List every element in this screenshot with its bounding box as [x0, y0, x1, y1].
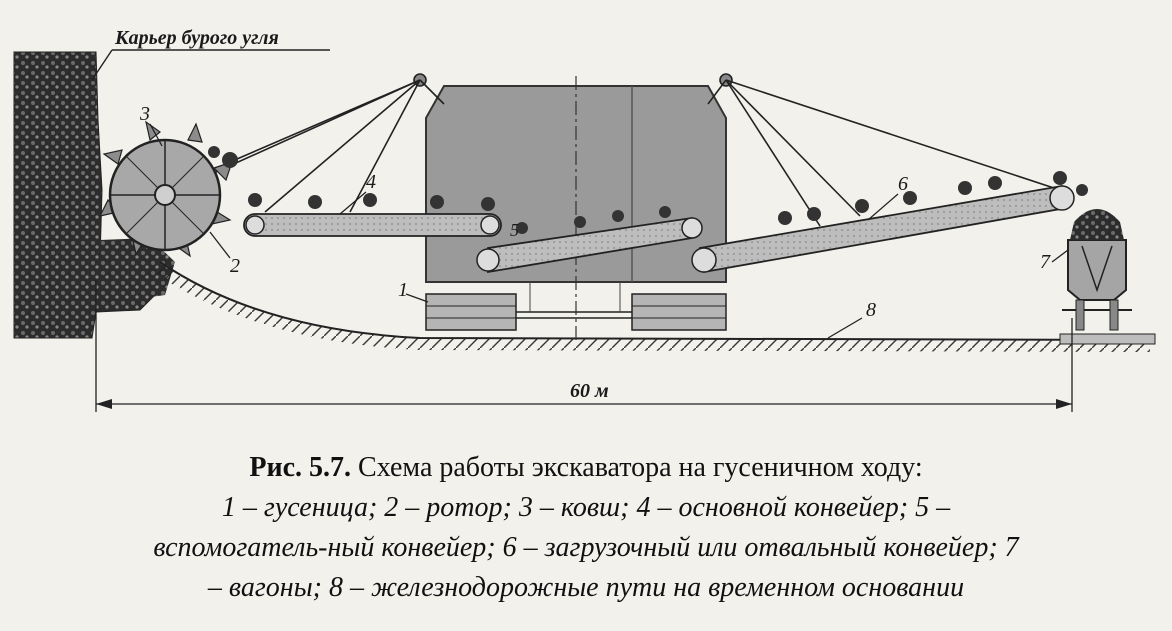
- caption-legend-line: – вагоны; 8 – железнодорожные пути на вр…: [207, 572, 965, 603]
- dimension-line: 60 м: [95, 280, 1073, 412]
- svg-text:Карьер бурого угля: Карьер бурого угля: [114, 27, 279, 49]
- ground: [150, 261, 1156, 352]
- quarry-label: Карьер бурого угля: [91, 27, 330, 81]
- caption-title: Рис. 5.7. Схема работы экскаватора на гу…: [0, 448, 1172, 488]
- auxiliary-conveyor: [476, 216, 703, 274]
- figure-number: Рис. 5.7.: [249, 452, 352, 483]
- label-loading-conveyor: 6: [898, 173, 908, 195]
- label-rotor: 2: [230, 255, 240, 277]
- railway-wagon: [1062, 209, 1132, 331]
- svg-text:60 м: 60 м: [570, 380, 609, 402]
- crawler-track: [425, 282, 727, 331]
- callouts: 3 2 4 5 6 7 1 8: [139, 103, 1069, 339]
- label-rail-tracks: 8: [866, 299, 876, 321]
- figure-caption: Рис. 5.7. Схема работы экскаватора на гу…: [0, 448, 1172, 608]
- coal-lumps: [208, 146, 1088, 234]
- caption-legend-line: вспомогатель-ный конвейер; 6 – загрузочн…: [153, 532, 1019, 563]
- label-aux-conveyor: 5: [510, 220, 519, 240]
- label-bucket: 3: [139, 103, 150, 125]
- label-track: 1: [398, 279, 408, 301]
- label-main-conveyor: 4: [366, 171, 376, 193]
- loading-conveyor: [691, 184, 1075, 274]
- bucket-wheel-rotor: [98, 120, 233, 258]
- caption-legend-line: 1 – гусеница; 2 – ротор; 3 – ковш; 4 – о…: [221, 492, 951, 523]
- coal-seam: [13, 51, 175, 339]
- label-wagons: 7: [1040, 251, 1051, 273]
- main-conveyor: [243, 213, 502, 237]
- caption-title-text: Схема работы экскаватора на гусеничном х…: [351, 452, 923, 483]
- excavator-diagram: Карьер бурого угля: [13, 27, 1156, 412]
